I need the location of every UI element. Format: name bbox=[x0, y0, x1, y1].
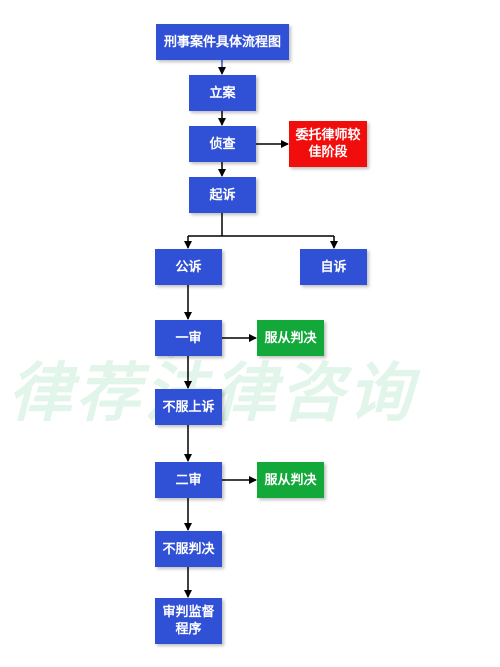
node-private-prosecution-label: 自诉 bbox=[320, 259, 347, 275]
node-accept-first-label: 服从判决 bbox=[264, 330, 317, 346]
node-reject-judgment-label: 不服判决 bbox=[162, 541, 215, 557]
node-private-prosecution: 自诉 bbox=[300, 249, 367, 285]
node-prosecution-label: 起诉 bbox=[209, 187, 236, 203]
node-accept-second: 服从判决 bbox=[257, 462, 324, 498]
node-public-prosecution-label: 公诉 bbox=[175, 259, 202, 275]
node-investigation-label: 侦查 bbox=[209, 136, 236, 152]
flowchart-title-box: 刑事案件具体流程图 bbox=[156, 24, 289, 60]
node-first-instance: 一审 bbox=[155, 320, 222, 356]
node-appeal: 不服上诉 bbox=[155, 389, 222, 425]
flowchart-title: 刑事案件具体流程图 bbox=[163, 34, 281, 50]
node-second-instance-label: 二审 bbox=[175, 472, 202, 488]
node-supervision: 审判监督 程序 bbox=[155, 598, 222, 644]
node-second-instance: 二审 bbox=[155, 462, 222, 498]
node-appeal-label: 不服上诉 bbox=[162, 399, 215, 415]
node-lawyer-note: 委托律师较 佳阶段 bbox=[289, 121, 367, 167]
node-accept-second-label: 服从判决 bbox=[264, 472, 317, 488]
node-filing-label: 立案 bbox=[209, 85, 236, 101]
node-public-prosecution: 公诉 bbox=[155, 249, 222, 285]
node-lawyer-note-label: 委托律师较 佳阶段 bbox=[295, 128, 361, 160]
node-first-instance-label: 一审 bbox=[175, 330, 202, 346]
node-investigation: 侦查 bbox=[189, 126, 256, 162]
node-prosecution: 起诉 bbox=[189, 177, 256, 213]
node-supervision-label: 审判监督 程序 bbox=[162, 605, 215, 637]
node-filing: 立案 bbox=[189, 75, 256, 111]
node-reject-judgment: 不服判决 bbox=[155, 531, 222, 567]
node-accept-first: 服从判决 bbox=[257, 320, 324, 356]
